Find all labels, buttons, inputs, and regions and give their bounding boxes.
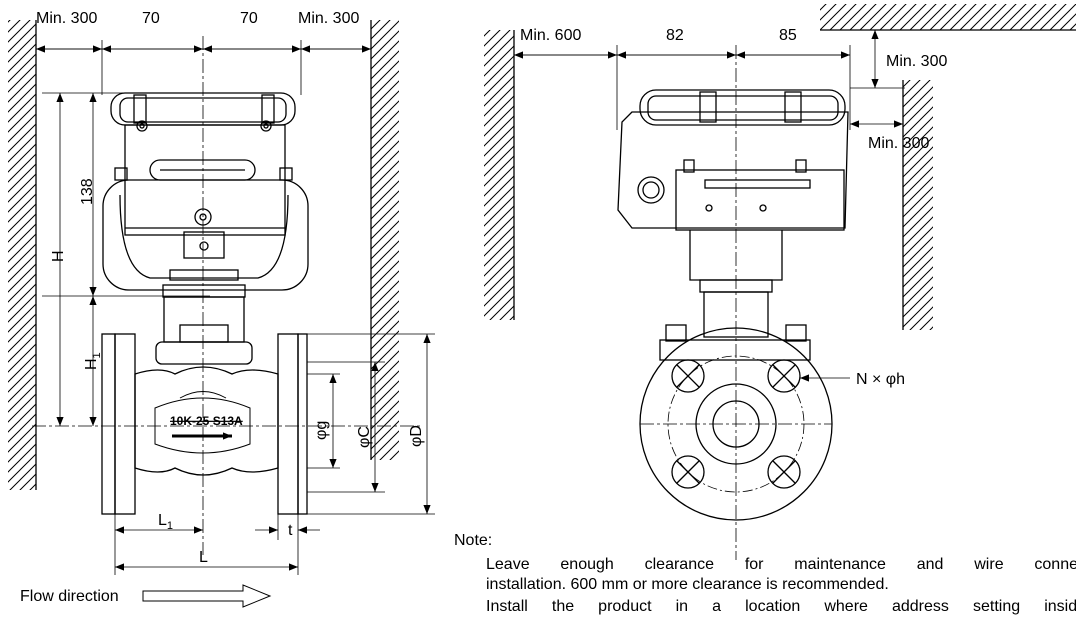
flow-arrow-icon (142, 584, 272, 608)
dim-t: t (288, 522, 293, 539)
dim-85: 85 (779, 27, 797, 44)
dim-min-300-side: Min. 300 (868, 135, 929, 152)
dim-82: 82 (666, 27, 684, 44)
dim-phi-C: φC (356, 426, 373, 448)
note-line-2: installation. 600 mm or more clearance i… (486, 576, 889, 593)
body-marking: 10K-25 S13A (170, 414, 243, 428)
flow-direction-label: Flow direction (20, 588, 119, 605)
dim-L: L (199, 549, 208, 566)
dim-L1: L1 (158, 512, 173, 532)
dim-bolt-holes: N × φh (856, 371, 905, 388)
dim-half-right: 70 (240, 10, 258, 27)
ceiling (820, 4, 1076, 30)
note-label: Note: (454, 532, 493, 549)
side-wall-right (903, 80, 933, 330)
dim-min-600: Min. 600 (520, 27, 581, 44)
side-wall-left (484, 30, 514, 320)
left-view (8, 20, 435, 608)
right-view-labels: Min. 600 82 85 Min. 300 Min. 300 N × φh (520, 27, 947, 388)
dim-min-left: Min. 300 (36, 10, 97, 27)
dim-min-right: Min. 300 (298, 10, 359, 27)
dim-H: H (50, 250, 67, 262)
note-line-1: Leave enough clearance for maintenance a… (486, 556, 1076, 573)
right-view (484, 4, 1076, 560)
left-view-labels: Min. 300 70 70 Min. 300 138 H H1 φg φC φ… (36, 10, 425, 566)
left-wall (8, 20, 36, 490)
dim-min-300-top: Min. 300 (886, 53, 947, 70)
dim-half-left: 70 (142, 10, 160, 27)
dim-phi-g: φg (313, 421, 330, 440)
dim-138: 138 (79, 178, 96, 205)
dim-H1: H1 (83, 352, 103, 370)
note-line-3: Install the product in a location where … (486, 598, 1076, 615)
dim-phi-D: φD (408, 425, 425, 447)
